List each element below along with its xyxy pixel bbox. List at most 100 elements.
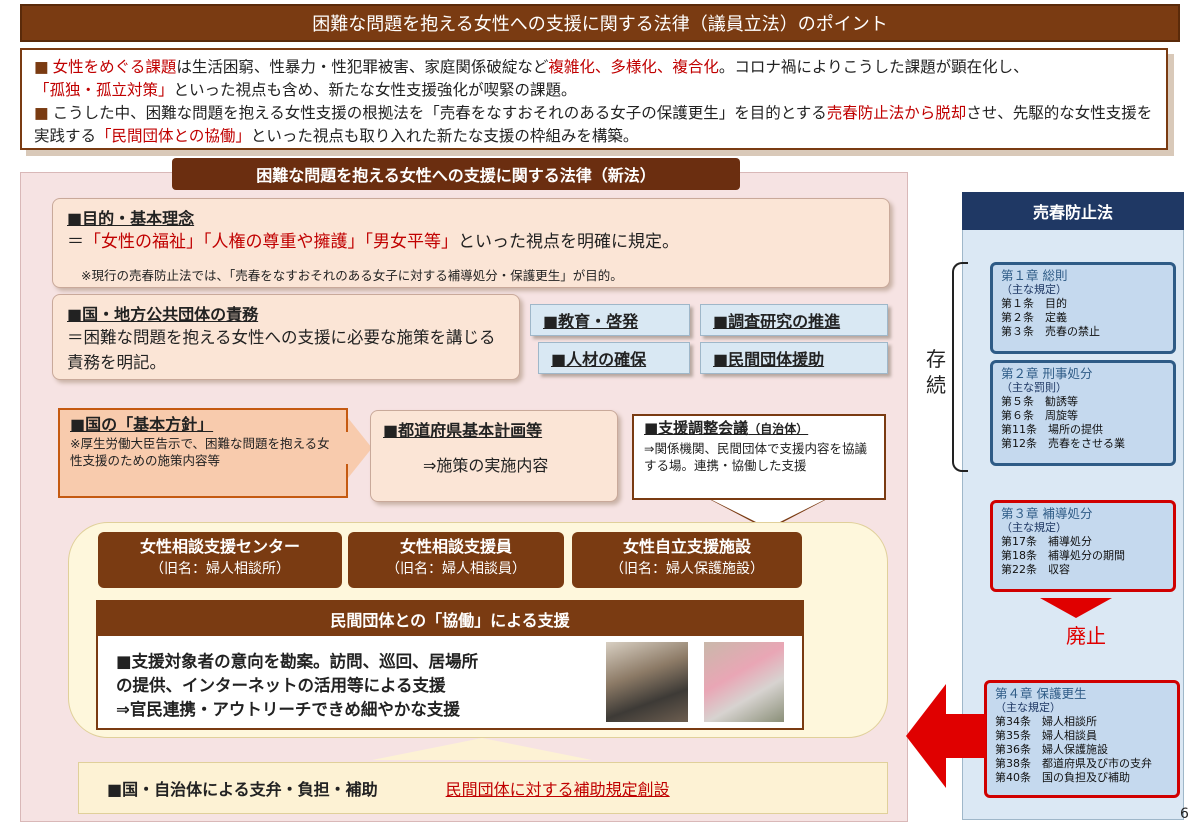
intro-text: こうした中、困難な問題を抱える女性支援の根拠法を「売春をなすおそれのある女子の保…	[52, 104, 827, 122]
intro-emphasis: 「民間団体との協働」	[96, 127, 251, 145]
chapter-4-box: 第４章 保護更生 （主な規定） 第34条 婦人相談所 第35条 婦人相談員 第3…	[984, 680, 1180, 798]
funding-box: ■国・自治体による支弁・負担・補助 民間団体に対する補助規定創設	[78, 762, 888, 814]
up-arrow-icon	[372, 738, 592, 760]
intro-emphasis: 複雑化、多様化、複合化	[548, 58, 719, 76]
intro-text: 。コロナ禍によりこうした課題が顕在化し、	[718, 58, 1029, 76]
chapter-row: 第40条 国の負担及び補助	[995, 771, 1130, 784]
service-name: 女性相談支援センター	[139, 537, 300, 556]
coordination-heading-text: ■支援調整会議	[644, 419, 749, 437]
collaboration-line: ⇒官民連携・アウトリーチできめ細やかな支援	[116, 700, 460, 719]
service-old-name: （旧名：婦人保護施設）	[610, 561, 764, 577]
service-old-name: （旧名：婦人相談所）	[150, 561, 290, 577]
service-old-name: （旧名：婦人相談員）	[386, 561, 526, 577]
intro-box: ■女性をめぐる課題は生活困窮、性暴力・性犯罪被害、家庭関係破綻など複雑化、多様化…	[20, 48, 1168, 150]
chip-staffing: ■人材の確保	[538, 342, 690, 374]
intro-emphasis: 「孤独・孤立対策」	[34, 81, 174, 99]
purpose-emphasis: 「男女平等」	[364, 232, 459, 252]
funding-subsidy-link: 民間団体に対する補助規定創設	[445, 780, 670, 799]
chapter-row: 第２条 定義	[1001, 311, 1067, 324]
intro-text: させ、先駆的な女性支援を実践する	[34, 104, 1153, 145]
chapter-row: 第３条 売春の禁止	[1001, 325, 1100, 338]
down-red-arrow-icon	[1040, 598, 1112, 618]
chapter-row: 第５条 勧誘等	[1001, 395, 1078, 408]
purpose-text: といった視点を明確に規定。	[458, 232, 679, 252]
chapter-row: 第17条 補導処分	[1001, 535, 1092, 548]
intro-text: といった視点も含め、新たな女性支援強化が喫緊の課題。	[173, 81, 577, 99]
service-center: 女性相談支援センター （旧名：婦人相談所）	[98, 532, 342, 588]
chapter-row: 第35条 婦人相談員	[995, 729, 1097, 742]
chapter-title: 第２章 刑事処分	[1001, 366, 1093, 381]
service-name: 女性自立支援施設	[622, 537, 751, 556]
service-name: 女性相談支援員	[399, 537, 512, 556]
purpose-note: ※現行の売春防止法では、「売春をなすおそれのある女子に対する補導処分・保護更生」…	[81, 268, 623, 283]
bullet-square-icon: ■	[34, 58, 49, 76]
prostitution-act-heading: 売春防止法	[962, 192, 1184, 230]
chapter-1-box: 第１章 総則 （主な規定） 第１条 目的 第２条 定義 第３条 売春の禁止	[990, 262, 1176, 354]
basic-policy-body: ※厚生労働大臣告示で、困難な問題を抱える女性支援のための施策内容等	[70, 436, 330, 468]
collaboration-heading: 民間団体との「協働」による支援	[98, 602, 802, 636]
right-arrow-icon	[348, 418, 372, 478]
left-red-arrow-bar	[944, 714, 986, 758]
prefecture-plan-heading: ■都道府県基本計画等	[383, 421, 543, 440]
prefecture-plan-box: ■都道府県基本計画等 ⇒施策の実施内容	[370, 410, 618, 502]
intro-text: といった視点も取り入れた新たな支援の枠組みを構築。	[250, 127, 639, 145]
basic-policy-heading: ■国の「基本方針」	[70, 415, 214, 434]
chapter-title: 第４章 保護更生	[995, 686, 1087, 701]
abolished-label: 廃止	[1066, 624, 1106, 648]
cooking-photo	[704, 642, 784, 722]
chip-education: ■教育・啓発	[530, 304, 690, 336]
intro-emphasis: 売春防止法から脱却	[826, 104, 967, 122]
collaboration-box: 民間団体との「協働」による支援 ■支援対象者の意向を勘案。訪問、巡回、居場所 の…	[96, 600, 804, 730]
chapter-2-box: 第２章 刑事処分 （主な罰則） 第５条 勧誘等 第６条 周旋等 第11条 場所の…	[990, 360, 1176, 466]
basic-policy-box: ■国の「基本方針」 ※厚生労働大臣告示で、困難な問題を抱える女性支援のための施策…	[58, 408, 348, 498]
bullet-square-icon: ■	[34, 104, 49, 122]
chapter-sub: （主な規定）	[995, 701, 1061, 714]
intro-emphasis: 女性をめぐる課題	[52, 58, 177, 76]
purpose-text: ＝	[67, 232, 84, 252]
coordination-meeting-box: ■支援調整会議（自治体） ⇒関係機関、民間団体で支援内容を協議する場。連携・協働…	[632, 414, 886, 500]
intro-text: は生活困窮、性暴力・性犯罪被害、家庭関係破綻など	[176, 58, 549, 76]
chapter-row: 第36条 婦人保護施設	[995, 743, 1108, 756]
intro-paragraph-1: ■女性をめぐる課題は生活困窮、性暴力・性犯罪被害、家庭関係破綻など複雑化、多様化…	[34, 56, 1154, 102]
chapter-row: 第22条 収容	[1001, 563, 1070, 576]
chapter-row: 第34条 婦人相談所	[995, 715, 1097, 728]
chapter-row: 第18条 補導処分の期間	[1001, 549, 1125, 562]
coordination-body: ⇒関係機関、民間団体で支援内容を協議する場。連携・協働した支援	[644, 441, 867, 473]
chapter-sub: （主な罰則）	[1001, 381, 1067, 394]
funding-text: ■国・自治体による支弁・負担・補助	[107, 780, 378, 799]
chip-research: ■調査研究の推進	[700, 304, 888, 336]
chapter-row: 第38条 都道府県及び市の支弁	[995, 757, 1152, 770]
service-counselor: 女性相談支援員 （旧名：婦人相談員）	[348, 532, 564, 588]
collaboration-line: の提供、インターネットの活用等による支援	[116, 676, 446, 695]
chapter-title: 第３章 補導処分	[1001, 506, 1093, 521]
page-title: 困難な問題を抱える女性への支援に関する法律（議員立法）のポイント	[20, 4, 1180, 42]
responsibility-body: ＝困難な問題を抱える女性への支援に必要な施策を講じる責務を明記。	[67, 328, 496, 372]
chapter-3-box: 第３章 補導処分 （主な規定） 第17条 補導処分 第18条 補導処分の期間 第…	[990, 500, 1176, 592]
intro-paragraph-2: ■こうした中、困難な問題を抱える女性支援の根拠法を「売春をなすおそれのある女子の…	[34, 102, 1154, 148]
chapter-row: 第12条 売春をさせる業	[1001, 437, 1125, 450]
brace-icon	[952, 262, 968, 472]
purpose-heading: ■目的・基本理念	[67, 209, 195, 228]
room-photo	[606, 642, 688, 722]
responsibility-box: ■国・地方公共団体の責務 ＝困難な問題を抱える女性への支援に必要な施策を講じる責…	[52, 294, 520, 380]
chapter-row: 第11条 場所の提供	[1001, 423, 1103, 436]
coordination-heading-sub: （自治体）	[748, 422, 809, 436]
chapter-row: 第６条 周旋等	[1001, 409, 1078, 422]
new-law-tab: 困難な問題を抱える女性への支援に関する法律（新法）	[172, 158, 740, 190]
purpose-emphasis: 「女性の福祉」	[84, 232, 203, 252]
purpose-emphasis: 「人権の尊重や擁護」	[203, 232, 365, 252]
responsibility-heading: ■国・地方公共団体の責務	[67, 305, 259, 324]
chapter-row: 第１条 目的	[1001, 297, 1067, 310]
chip-private-support: ■民間団体援助	[700, 342, 888, 374]
purpose-body: ＝「女性の福祉」「人権の尊重や擁護」「男女平等」といった視点を明確に規定。	[67, 229, 875, 255]
page-number: 6	[1180, 806, 1189, 822]
survives-label: 存続	[926, 347, 946, 397]
chapter-title: 第１章 総則	[1001, 268, 1068, 283]
coordination-heading: ■支援調整会議（自治体）	[644, 420, 874, 438]
prefecture-plan-body: ⇒施策の実施内容	[423, 456, 549, 475]
chapter-sub: （主な規定）	[1001, 283, 1067, 296]
service-facility: 女性自立支援施設 （旧名：婦人保護施設）	[572, 532, 802, 588]
left-red-arrow-icon	[906, 684, 946, 788]
chapter-sub: （主な規定）	[1001, 521, 1067, 534]
purpose-box: ■目的・基本理念 ＝「女性の福祉」「人権の尊重や擁護」「男女平等」といった視点を…	[52, 198, 890, 288]
